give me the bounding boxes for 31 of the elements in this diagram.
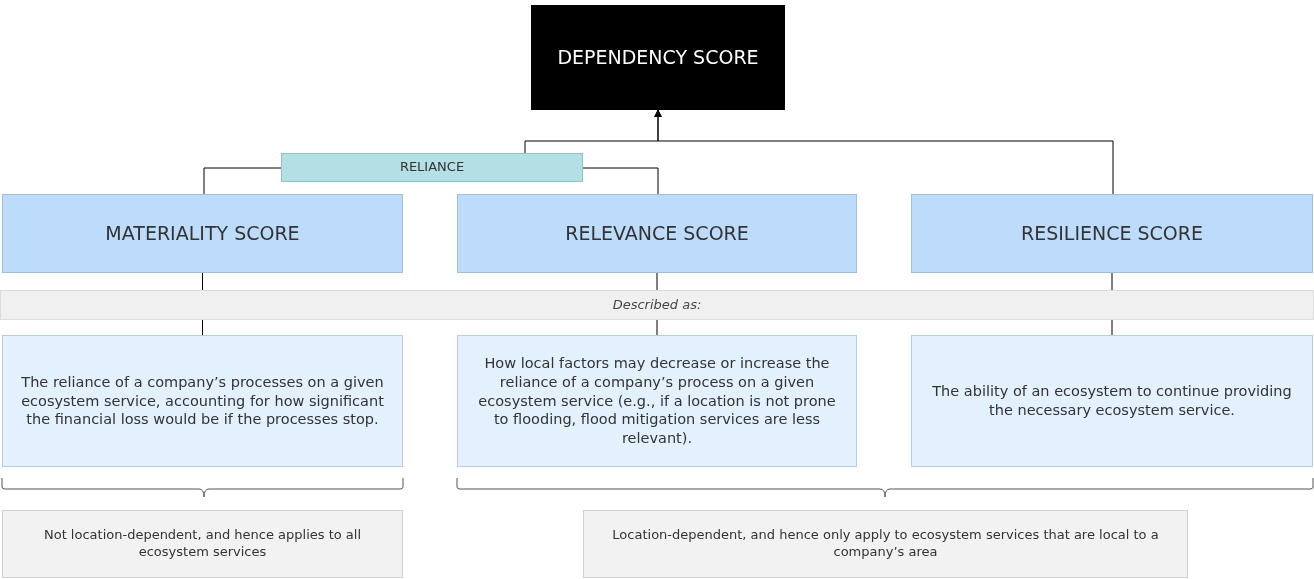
box-title: RESILIENCE SCORE <box>1020 221 1204 246</box>
score-box <box>457 194 857 273</box>
group-band <box>281 153 583 182</box>
score-box <box>531 5 785 110</box>
note-text: Not location-dependent, and hence applies to all ecosystem services <box>42 527 363 561</box>
connector-line <box>203 167 282 195</box>
box-title: DEPENDENCY SCORE <box>557 45 759 70</box>
band-label: Described as: <box>612 296 702 314</box>
description-box <box>457 335 857 467</box>
connector-line <box>656 272 658 291</box>
box-title: RELEVANCE SCORE <box>565 221 749 246</box>
score-box <box>2 194 403 273</box>
connector-line <box>582 167 659 195</box>
connector-line <box>1111 319 1113 336</box>
group-label: RELIANCE <box>399 159 465 176</box>
description-box <box>2 335 403 467</box>
description-text: The reliance of a company’s processes on a given ecosystem service, accounting for how significant the financial loss would be if the processes stop. <box>20 372 385 430</box>
connector-line <box>656 319 658 336</box>
note-box <box>2 510 403 578</box>
connector-line <box>202 272 203 291</box>
score-box <box>911 194 1313 273</box>
description-box <box>911 335 1313 467</box>
note-text: Location-dependent, and hence only apply to ecosystem services that are local to a company’s area <box>611 527 1160 561</box>
arrow <box>654 109 1114 195</box>
description-text: The ability of an ecosystem to continue providing the necessary ecosystem service. <box>931 382 1293 420</box>
connector-line <box>202 319 203 336</box>
section-band <box>0 290 1314 320</box>
description-text: How local factors may decrease or increase the reliance of a company’s process on a given ecosystem service (e.g., if a location is not prone to flooding, flood mitigation services are less relevant). <box>477 353 837 449</box>
box-title: MATERIALITY SCORE <box>105 221 300 246</box>
connector-line <box>1111 272 1113 291</box>
note-box <box>583 510 1188 578</box>
